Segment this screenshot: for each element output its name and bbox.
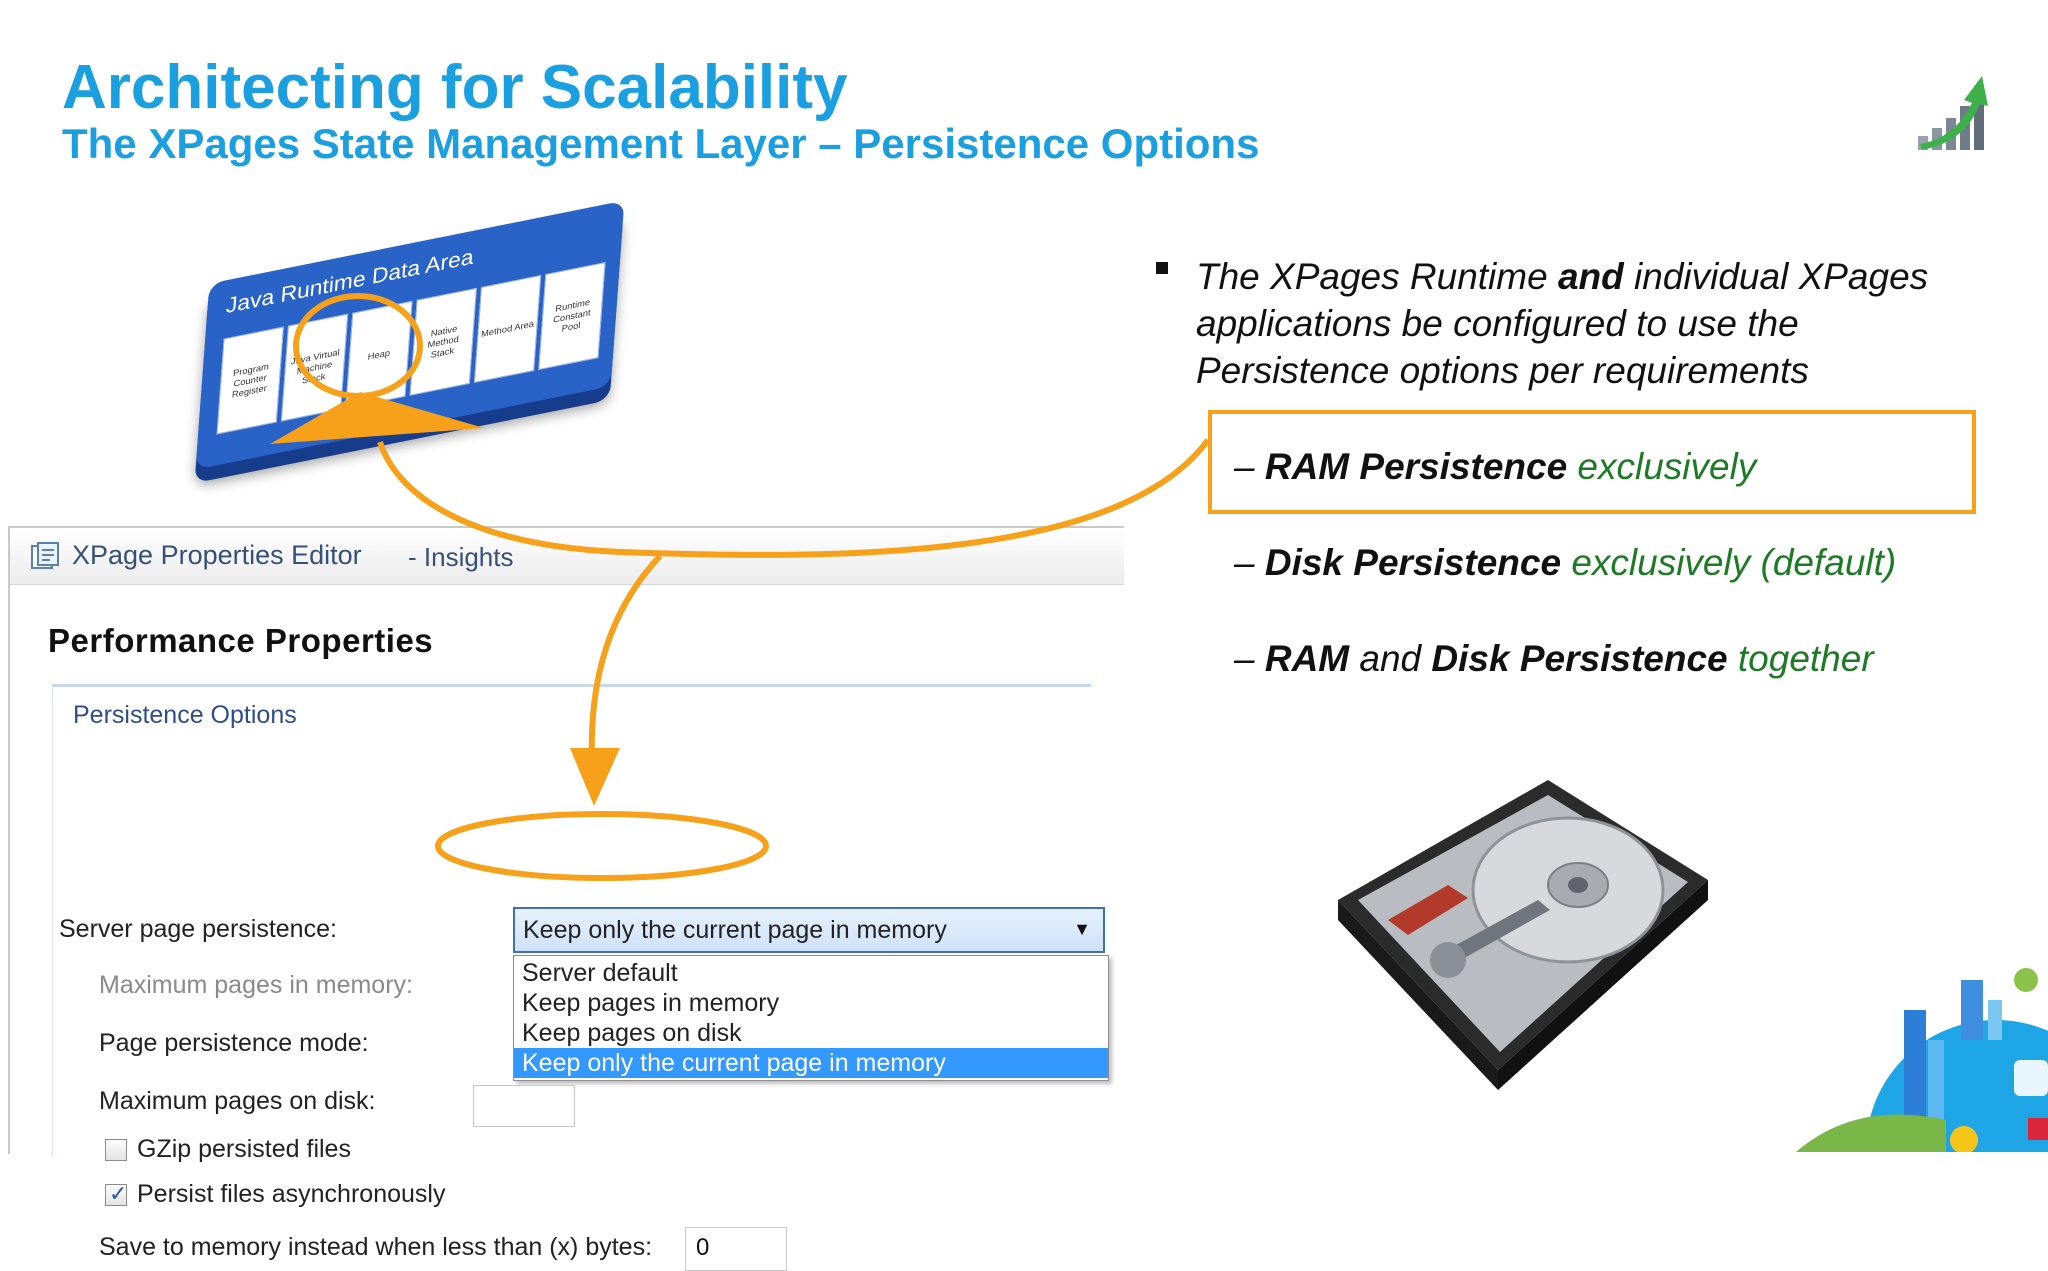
sub-bullet-bold: RAM Persistence xyxy=(1264,446,1568,487)
sub-bullet-green: together xyxy=(1727,638,1874,679)
server-page-persistence-label: Server page persistence: xyxy=(59,915,337,943)
sub-bullet-bold: Disk Persistence xyxy=(1431,638,1728,679)
sub-bullet-ram-and-disk: – RAM and Disk Persistence together xyxy=(1234,638,1874,680)
bullet-marker xyxy=(1156,262,1168,274)
bullet-text-bold: and xyxy=(1557,256,1624,297)
editor-title: XPage Properties Editor xyxy=(72,540,362,570)
bullet-text-part: The XPages Runtime xyxy=(1196,256,1558,297)
sub-bullet-plain: and xyxy=(1349,638,1432,679)
option-keep-pages-on-disk[interactable]: Keep pages on disk xyxy=(522,1019,742,1047)
sub-bullet-ram: – RAM Persistence exclusively xyxy=(1234,446,1756,488)
form-icon xyxy=(31,542,59,569)
dash: – xyxy=(1234,446,1255,487)
save-memory-label: Save to memory instead when less than (x… xyxy=(99,1233,653,1261)
jvm-cell-runtime-constant-pool: Runtime Constant Pool xyxy=(538,262,606,371)
editor-title-suffix: - Insights xyxy=(408,542,514,572)
server-page-persistence-select[interactable]: Keep only the current page in memory ▼ xyxy=(513,907,1105,953)
chevron-down-icon[interactable]: ▼ xyxy=(1073,919,1091,939)
persist-async-label: Persist files asynchronously xyxy=(137,1180,446,1208)
bullet-main-line-3: Persistence options per requirements xyxy=(1196,350,1809,391)
sub-bullet-green: exclusively (default) xyxy=(1561,542,1897,583)
editor-header: XPage Properties Editor - Insights xyxy=(10,528,1124,585)
sub-bullet-bold: Disk Persistence xyxy=(1264,542,1562,583)
max-pages-disk-input[interactable] xyxy=(473,1085,575,1127)
persist-async-checkbox[interactable]: ✓ xyxy=(105,1181,128,1206)
sub-bullet-green: exclusively xyxy=(1567,446,1757,487)
max-pages-memory-label: Maximum pages in memory: xyxy=(99,971,413,999)
option-keep-pages-in-memory[interactable]: Keep pages in memory xyxy=(522,989,780,1017)
city-cloud-illustration xyxy=(1796,968,2048,1152)
jvm-cell-program-counter: Program Counter Register xyxy=(216,326,284,435)
jvm-cell-method-area: Method Area xyxy=(473,274,542,383)
performance-properties-title: Performance Properties xyxy=(48,622,434,659)
bullet-main-line-1: The XPages Runtime and individual XPages xyxy=(1196,256,1928,298)
jvm-cell-native-method-stack: Native Method Stack xyxy=(409,287,477,396)
jvm-board: Java Runtime Data Area Program Counter R… xyxy=(195,200,625,470)
persistence-options-group: Persistence Options Server page persiste… xyxy=(52,684,1109,1271)
sub-bullet-disk: – Disk Persistence exclusively (default) xyxy=(1234,542,1896,584)
persistence-dropdown-list: Server default Keep pages in memory Keep… xyxy=(513,955,1109,1081)
page-persistence-mode-label: Page persistence mode: xyxy=(99,1029,369,1057)
slide-title: Architecting for Scalability xyxy=(62,53,848,122)
max-pages-disk-label: Maximum pages on disk: xyxy=(99,1087,376,1115)
checkmark-icon: ✓ xyxy=(109,1181,128,1206)
slide-subtitle: The XPages State Management Layer – Pers… xyxy=(62,120,1260,167)
dash: – xyxy=(1234,638,1255,679)
persistence-options-title: Persistence Options xyxy=(73,701,297,729)
option-keep-only-current-page[interactable]: Keep only the current page in memory xyxy=(514,1048,1108,1078)
dash: – xyxy=(1234,542,1255,583)
gzip-label: GZip persisted files xyxy=(137,1135,351,1163)
bullet-text-part: individual XPages xyxy=(1623,256,1929,297)
save-memory-bytes-value: 0 xyxy=(696,1234,710,1261)
hard-drive-image xyxy=(1338,780,1708,1090)
gzip-checkbox[interactable] xyxy=(105,1139,127,1161)
sub-bullet-bold: RAM xyxy=(1264,638,1350,679)
growth-chart-icon xyxy=(1918,76,1988,150)
jvm-cell-jvm-stack: Java Virtual Machine Stack xyxy=(280,313,349,422)
option-server-default[interactable]: Server default xyxy=(522,959,678,987)
xpage-properties-editor: XPage Properties Editor - Insights Perfo… xyxy=(8,526,1124,1271)
save-memory-bytes-input[interactable]: 0 xyxy=(685,1227,787,1271)
jvm-cell-heap: Heap xyxy=(345,300,413,409)
select-current-value: Keep only the current page in memory xyxy=(523,916,947,944)
bullet-main-line-2: applications be configured to use the xyxy=(1196,303,1799,344)
jvm-runtime-data-area-diagram: Java Runtime Data Area Program Counter R… xyxy=(170,200,625,470)
